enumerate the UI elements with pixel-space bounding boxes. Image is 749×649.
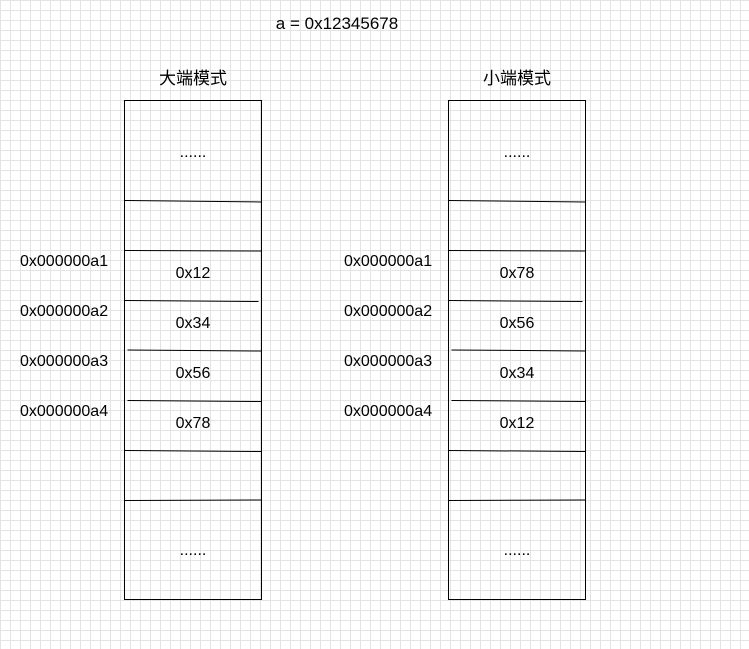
big-endian-bottom-ellipsis: ...... [179,542,207,559]
little-endian-divider [448,450,586,452]
big-endian-byte-a2: 0x34 [175,315,211,332]
big-endian-column-border [124,100,262,600]
big-endian-divider [124,250,262,252]
big-endian-byte-a1: 0x12 [175,265,211,282]
little-endian-label: 小端模式 [483,69,551,88]
little-endian-divider [451,349,586,352]
little-endian-address-a3: 0x000000a3 [344,353,433,370]
big-endian-address-a2: 0x000000a2 [20,303,109,320]
little-endian-divider [448,250,586,252]
big-endian-divider [124,300,259,302]
big-endian-divider [124,200,262,203]
little-endian-divider [451,400,586,402]
big-endian-divider [127,400,262,402]
big-endian-divider [127,349,262,352]
little-endian-address-a1: 0x000000a1 [344,253,433,270]
little-endian-divider [448,200,586,203]
little-endian-memory-column [448,100,586,600]
diagram-title: a = 0x12345678 [275,14,399,33]
little-endian-bottom-ellipsis: ...... [503,542,531,559]
little-endian-column-border [448,100,586,600]
big-endian-memory-column [124,100,262,600]
big-endian-top-ellipsis: ...... [179,144,207,161]
little-endian-byte-a1: 0x78 [499,265,535,282]
little-endian-address-a4: 0x000000a4 [344,403,433,420]
little-endian-byte-a3: 0x34 [499,365,535,382]
big-endian-address-a4: 0x000000a4 [20,403,109,420]
big-endian-address-a3: 0x000000a3 [20,353,109,370]
big-endian-byte-a3: 0x56 [175,365,211,382]
little-endian-divider [448,300,583,302]
big-endian-divider [124,499,262,501]
big-endian-divider [124,450,262,452]
little-endian-byte-a2: 0x56 [499,315,535,332]
little-endian-address-a2: 0x000000a2 [344,303,433,320]
big-endian-byte-a4: 0x78 [175,415,211,432]
little-endian-divider [448,499,586,501]
little-endian-top-ellipsis: ...... [503,144,531,161]
little-endian-byte-a4: 0x12 [499,415,535,432]
big-endian-address-a1: 0x000000a1 [20,253,109,270]
big-endian-label: 大端模式 [159,69,227,88]
